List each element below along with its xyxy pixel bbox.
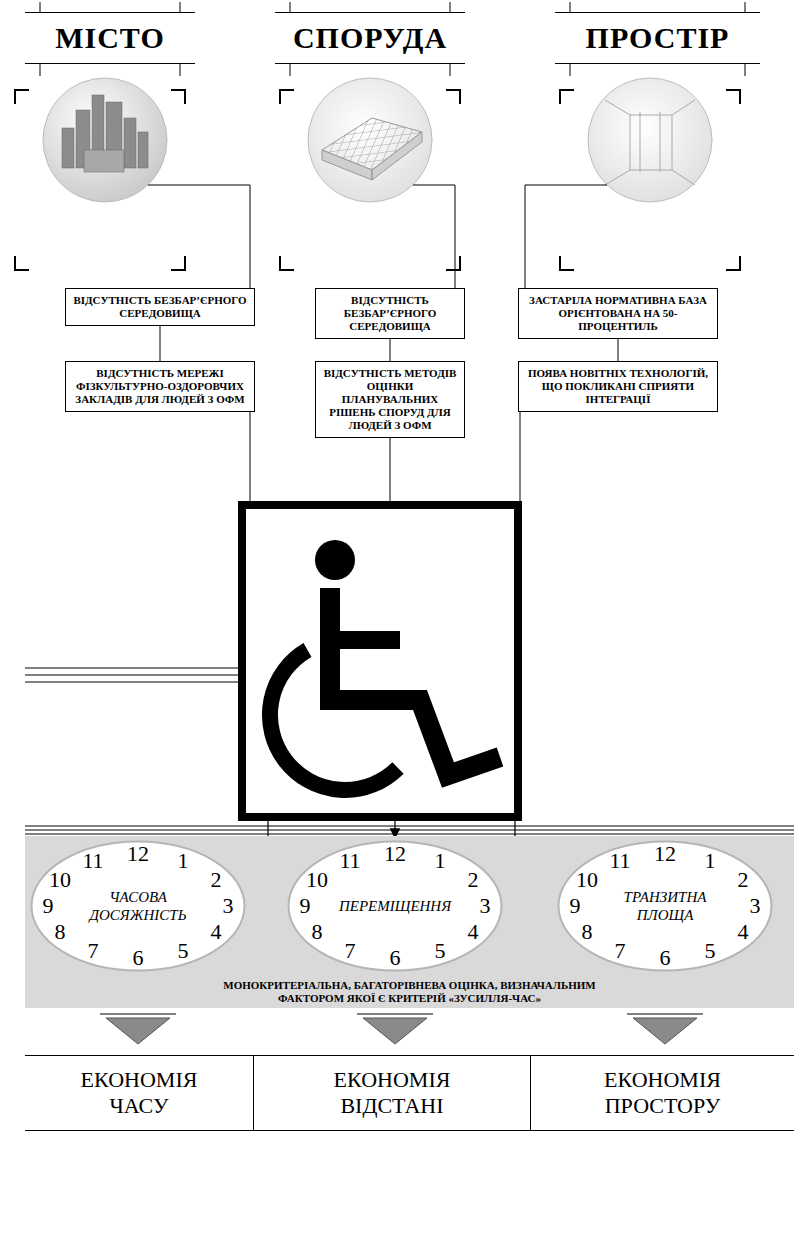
- clock-number: 3: [480, 895, 491, 917]
- clock-outline: [289, 842, 502, 971]
- clock-number: 8: [582, 921, 593, 943]
- column-heading: ПРОСТІР: [555, 12, 760, 64]
- clock-number: 6: [660, 947, 671, 969]
- clock-number: 12: [654, 843, 676, 865]
- problem-box: ВІДСУТНІСТЬ МЕРЕЖІ ФІЗКУЛЬТУРНО-ОЗДОРОВЧ…: [65, 361, 255, 412]
- node-text: ЗАСТАРІЛА НОРМАТИВНА БАЗА ОРІЄНТОВАНА НА…: [524, 294, 712, 333]
- node-text: ВІДСУТНІСТЬ БЕЗБАР’ЄРНОГО СЕРЕДОВИЩА: [321, 294, 459, 333]
- clock-number: 1: [178, 850, 189, 872]
- problem-box: ЗАСТАРІЛА НОРМАТИВНА БАЗА ОРІЄНТОВАНА НА…: [518, 288, 718, 339]
- node-text: ЕКОНОМІЯ ВІДСТАНІ: [317, 1067, 467, 1119]
- clock-number: 5: [435, 940, 446, 962]
- node-text: ЕКОНОМІЯ ЧАСУ: [64, 1067, 214, 1119]
- node-text: ПОЯВА НОВІТНІХ ТЕХНОЛОГІЙ, ЩО ПОКЛИКАНІ …: [524, 367, 712, 406]
- result-cell: ЕКОНОМІЯ ПРОСТОРУ: [530, 1055, 794, 1131]
- problem-box: ВІДСУТНІСТЬ БЕЗБАР’ЄРНОГО СЕРЕДОВИЩА: [65, 288, 255, 326]
- clock-number: 8: [55, 921, 66, 943]
- node-text: ПРОСТІР: [586, 21, 730, 55]
- clock-number: 3: [750, 895, 761, 917]
- structure-image: [308, 78, 432, 202]
- clock-number: 11: [82, 850, 103, 872]
- clock-number: 9: [300, 895, 311, 917]
- clock-number: 12: [127, 843, 149, 865]
- clock-number: 6: [390, 947, 401, 969]
- evaluation-band: МОНОКРИТЕРІАЛЬНА, БАГАТОРІВНЕВА ОЦІНКА, …: [25, 836, 794, 1008]
- problem-box: ПОЯВА НОВІТНІХ ТЕХНОЛОГІЙ, ЩО ПОКЛИКАНІ …: [518, 361, 718, 412]
- clock-number: 9: [570, 895, 581, 917]
- clock-number: 7: [88, 940, 99, 962]
- clock-number: 7: [615, 940, 626, 962]
- leader-line: [250, 412, 251, 501]
- clock-number: 1: [705, 850, 716, 872]
- result-cell: ЕКОНОМІЯ ВІДСТАНІ: [253, 1055, 530, 1131]
- clock-circle: ТРАНЗИТНА ПЛОЩА121234567891011: [557, 840, 773, 972]
- clock-number: 2: [737, 869, 748, 891]
- clock-number: 7: [345, 940, 356, 962]
- clock-number: 2: [210, 869, 221, 891]
- column-heading: МІСТО: [25, 12, 195, 64]
- clock-number: 1: [435, 850, 446, 872]
- wheelchair-symbol: [242, 505, 518, 817]
- clock-number: 12: [384, 843, 406, 865]
- node-text: ВІДСУТНІСТЬ МЕРЕЖІ ФІЗКУЛЬТУРНО-ОЗДОРОВЧ…: [71, 367, 249, 406]
- node-text: ЕКОНОМІЯ ПРОСТОРУ: [588, 1067, 738, 1119]
- problem-box: ВІДСУТНІСТЬ БЕЗБАР’ЄРНОГО СЕРЕДОВИЩА: [315, 288, 465, 339]
- node-text: ПЕРЕМІЩЕННЯ: [330, 897, 460, 915]
- clock-number: 10: [576, 869, 598, 891]
- clock-number: 10: [306, 869, 328, 891]
- down-triangles: [100, 1014, 703, 1044]
- space-image: [588, 78, 712, 202]
- node-text: ТРАНЗИТНА ПЛОЩА: [600, 888, 730, 924]
- clock-outline: [559, 842, 772, 971]
- node-text: ВІДСУТНІСТЬ МЕТОДІВ ОЦІНКИ ПЛАНУВАЛЬНИХ …: [321, 367, 459, 432]
- node-text: ЧАСОВА ДОСЯЖНІСТЬ: [73, 888, 203, 924]
- clock-number: 9: [43, 895, 54, 917]
- clock-outline: [32, 842, 245, 971]
- clock-number: 2: [467, 869, 478, 891]
- clock-number: 3: [223, 895, 234, 917]
- node-text: МОНОКРИТЕРІАЛЬНА, БАГАТОРІВНЕВА ОЦІНКА, …: [190, 979, 630, 1005]
- connector-line: [390, 339, 391, 361]
- image-leader-lines: [148, 185, 607, 288]
- node-text: МІСТО: [55, 21, 165, 55]
- clock-number: 4: [210, 921, 221, 943]
- clock-number: 5: [705, 940, 716, 962]
- clock-number: 4: [737, 921, 748, 943]
- problem-box: ВІДСУТНІСТЬ МЕТОДІВ ОЦІНКИ ПЛАНУВАЛЬНИХ …: [315, 361, 465, 438]
- clock-circle: ЧАСОВА ДОСЯЖНІСТЬ121234567891011: [30, 840, 246, 972]
- clock-number: 6: [133, 947, 144, 969]
- node-text: ВІДСУТНІСТЬ БЕЗБАР’ЄРНОГО СЕРЕДОВИЩА: [71, 294, 249, 320]
- city-image: [43, 78, 167, 202]
- clock-number: 10: [49, 869, 71, 891]
- clock-number: 11: [609, 850, 630, 872]
- clock-number: 5: [178, 940, 189, 962]
- clock-number: 11: [339, 850, 360, 872]
- clock-number: 4: [467, 921, 478, 943]
- column-heading: СПОРУДА: [275, 12, 465, 64]
- clock-number: 8: [312, 921, 323, 943]
- leader-line: [520, 412, 521, 501]
- connector-line: [160, 326, 161, 361]
- result-cell: ЕКОНОМІЯ ЧАСУ: [25, 1055, 253, 1131]
- connector-line: [618, 339, 619, 361]
- clock-circle: ПЕРЕМІЩЕННЯ121234567891011: [287, 840, 503, 972]
- leader-line: [390, 438, 391, 501]
- node-text: СПОРУДА: [293, 21, 447, 55]
